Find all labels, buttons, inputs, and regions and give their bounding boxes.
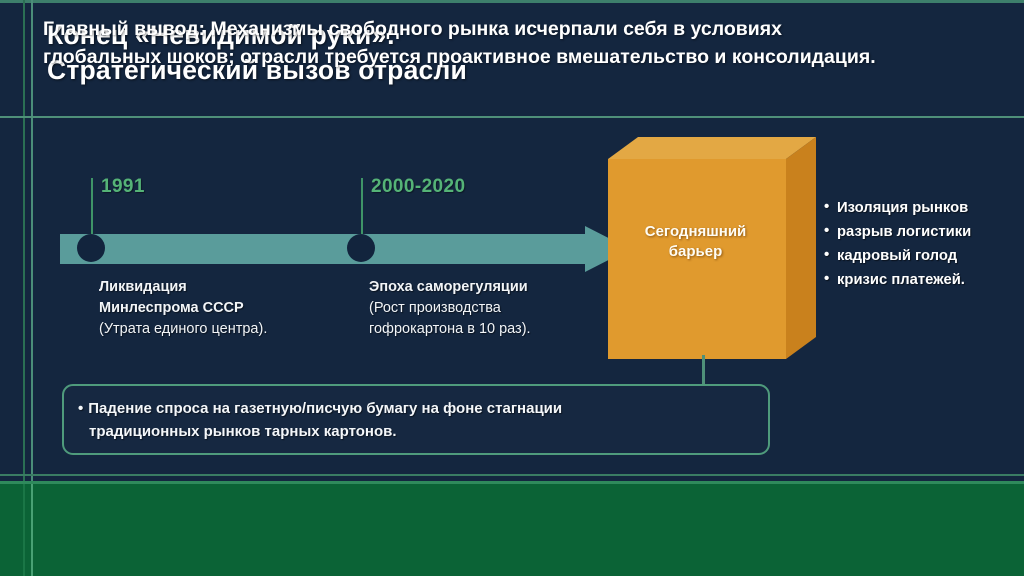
callout-line-2: традиционных рынков тарных картонов. [89, 422, 397, 440]
milestone-date-2000-2020: 2000-2020 [371, 176, 466, 197]
page-title-line-2: Стратегический вызов отрасли [47, 54, 467, 85]
milestone-heading-line1: Эпоха саморегуляции [369, 279, 528, 295]
decorative-lower-rule [0, 474, 1024, 476]
callout-text: •Падение спроса на газетную/писчую бумаг… [64, 386, 768, 443]
decorative-header-divider [0, 116, 1024, 118]
decorative-vertical-line-2 [31, 0, 33, 576]
milestone-description-1991: Ликвидация Минлеспрома СССР (Утрата един… [99, 277, 349, 340]
right-arrow-icon [60, 226, 630, 272]
callout-box: •Падение спроса на газетную/писчую бумаг… [62, 384, 770, 455]
list-item: кадровый голод [824, 243, 1014, 268]
milestone-heading-line2: Минлеспрома СССР [99, 300, 244, 317]
milestone-note-line2: гофрокартона в 10 раз). [369, 321, 531, 338]
conclusion-line-1-rest: Механизмы свободного рынка исчерпали себ… [205, 18, 782, 40]
page-title: Конец «Невидимой руки»: Стратегический в… [47, 18, 647, 88]
cube-3d-icon [608, 137, 816, 359]
milestone-note: (Утрата единого центра). [99, 321, 268, 338]
milestone-dot-1991 [77, 234, 105, 262]
milestone-stem-2000-2020 [361, 178, 363, 234]
list-item: кризис платежей. [824, 267, 1014, 292]
list-item: Изоляция рынков [824, 195, 1014, 220]
milestone-note-line1: (Рост производства [369, 300, 501, 317]
milestone-date-1991: 1991 [101, 176, 145, 197]
page-title-line-1: Конец «Невидимой руки»: [47, 20, 396, 50]
callout-line-1: Падение спроса на газетную/писчую бумагу… [88, 400, 563, 417]
barrier-label: Сегодняшний барьер [608, 222, 783, 263]
decorative-vertical-line-1 [23, 0, 25, 576]
barrier-label-line-1: Сегодняшний [644, 223, 747, 240]
barrier-connector-line [702, 355, 705, 385]
barrier-label-line-2: барьер [668, 243, 723, 261]
barrier-block [608, 137, 816, 359]
conclusion-banner [0, 481, 1024, 576]
banner-vertical-line-1 [23, 484, 25, 576]
milestone-dot-2000-2020 [347, 234, 375, 262]
conclusion-lead: Главный вывод: [43, 18, 206, 40]
conclusion-line-2: глобальных шоков; отрасли требуется проа… [43, 45, 876, 68]
callout-bullet: • [78, 400, 84, 417]
milestone-stem-1991 [91, 178, 93, 234]
list-item: разрыв логистики [824, 219, 1014, 244]
conclusion-text: Главный вывод: Механизмы свободного рынк… [43, 16, 1008, 71]
timeline-arrow [60, 226, 630, 272]
milestone-heading-line1: Ликвидация [99, 279, 187, 295]
conclusion-line-1: Главный вывод: Механизмы свободного рынк… [43, 16, 1008, 44]
banner-vertical-line-2 [31, 484, 33, 576]
impacts-list: Изоляция рынков разрыв логистики кадровы… [824, 195, 1014, 292]
milestone-description-2000-2020: Эпоха саморегуляции (Рост производства г… [369, 277, 619, 340]
decorative-top-rule [0, 0, 1024, 3]
